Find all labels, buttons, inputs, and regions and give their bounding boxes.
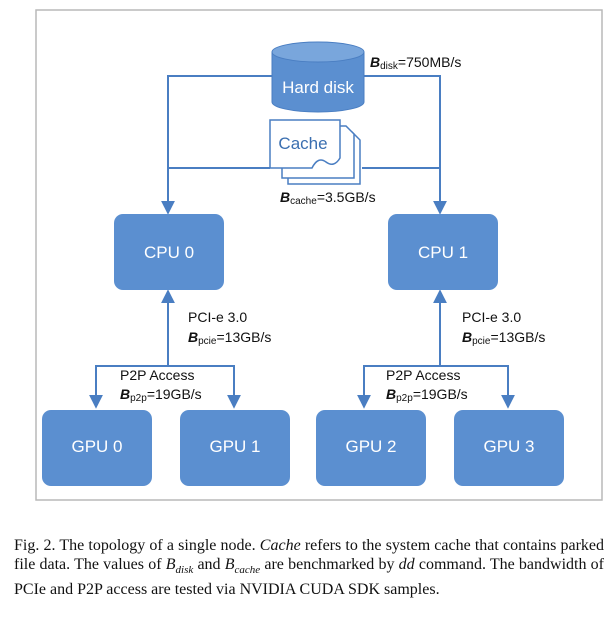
caption-dd: dd <box>398 556 415 573</box>
disk-cpu1-line <box>364 75 447 215</box>
gpu1-label: GPU 1 <box>209 437 260 456</box>
caption-part2: are benchmarked by <box>260 556 399 573</box>
b-pcie-right-label: Bpcie=13GB/s <box>462 329 545 347</box>
caption-part3: command. The bandwidth of PCIe and P2P a… <box>14 556 604 599</box>
b-pcie-left-label: Bpcie=13GB/s <box>188 329 271 347</box>
gpu2-label: GPU 2 <box>345 437 396 456</box>
gpu0-label: GPU 0 <box>71 437 122 456</box>
caption-b-cache-sub: cache <box>234 564 261 577</box>
gpu1-box: GPU 1 <box>180 410 290 486</box>
figure-caption: Fig. 2. The topology of a single node. C… <box>14 536 604 599</box>
caption-b-disk: B <box>165 556 176 573</box>
b-p2p-left-label: Bp2p=19GB/s <box>120 386 202 404</box>
pcie-right-title: PCI-e 3.0 <box>462 309 521 325</box>
p2p-left-title: P2P Access <box>120 367 194 383</box>
connectors <box>89 75 515 409</box>
cache-icon: Cache <box>269 119 361 185</box>
gpu2-box: GPU 2 <box>316 410 426 486</box>
b-p2p-right-label: Bp2p=19GB/s <box>386 386 468 404</box>
b-cache-label: Bcache=3.5GB/s <box>280 189 376 207</box>
cpu0-box: CPU 0 <box>114 214 224 290</box>
gpu3-box: GPU 3 <box>454 410 564 486</box>
caption-cache-word: Cache <box>259 537 301 554</box>
p2p-left-line <box>89 365 241 409</box>
cpu0-label: CPU 0 <box>144 243 194 262</box>
gpu3-label: GPU 3 <box>483 437 534 456</box>
p2p-right-line <box>357 365 515 409</box>
hard-disk-label: Hard disk <box>282 78 354 97</box>
disk-cpu0-line <box>161 75 272 215</box>
cpu1-box: CPU 1 <box>388 214 498 290</box>
caption-b-cache: B <box>224 556 235 573</box>
hard-disk-icon: Hard disk <box>271 41 365 113</box>
caption-prefix: Fig. 2. The topology of a single node. <box>14 537 260 554</box>
caption-b-disk-sub: disk <box>175 564 194 577</box>
topology-diagram: Hard disk Cache CPU 0 CPU 1 GPU 0 GPU 1 … <box>35 9 603 501</box>
b-disk-label: Bdisk=750MB/s <box>370 54 461 72</box>
pcie-left-title: PCI-e 3.0 <box>188 309 247 325</box>
caption-part1: refers to the system cache that contains… <box>14 537 604 573</box>
caption-and: and <box>193 556 225 573</box>
cache-label: Cache <box>278 134 327 153</box>
p2p-right-title: P2P Access <box>386 367 460 383</box>
gpu0-box: GPU 0 <box>42 410 152 486</box>
cpu1-label: CPU 1 <box>418 243 468 262</box>
